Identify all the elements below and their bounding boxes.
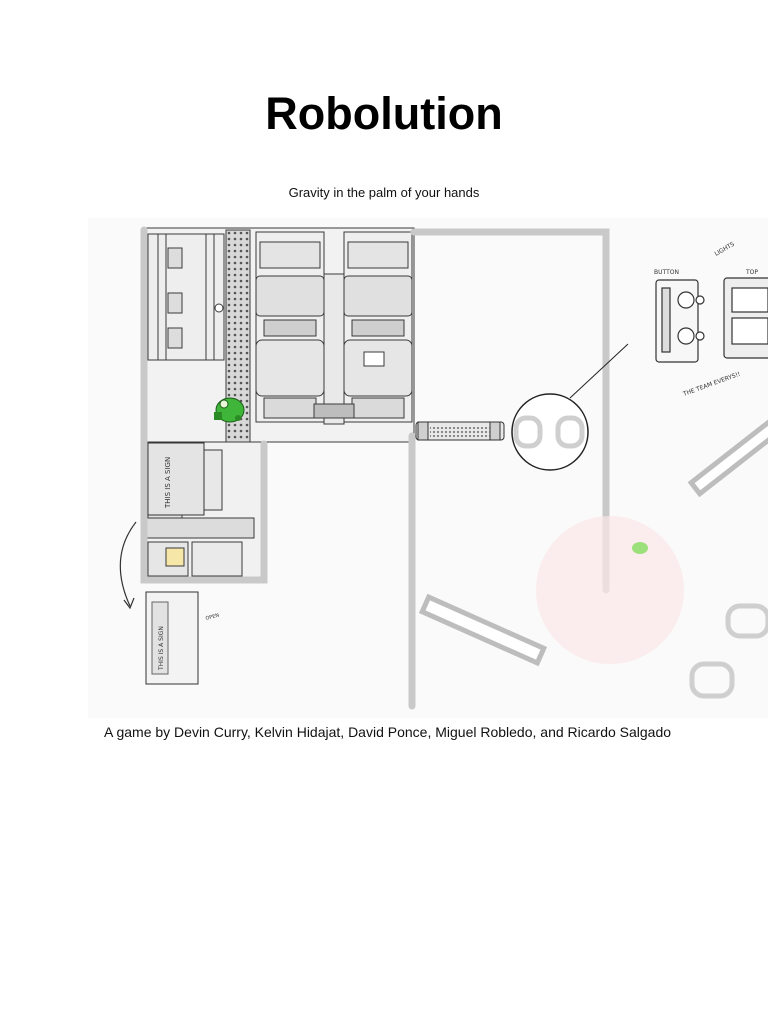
robot-character — [214, 397, 245, 423]
danger-zone — [536, 516, 684, 664]
connector-bar — [415, 421, 505, 441]
svg-text:BUTTON: BUTTON — [654, 269, 679, 276]
game-level-illustration: THIS IS A SIGN — [88, 218, 768, 718]
tilted-platforms — [418, 405, 768, 667]
engine-right — [343, 231, 413, 423]
device-sketch — [655, 277, 768, 363]
level-walls — [140, 226, 610, 710]
svg-text:TOP: TOP — [745, 269, 758, 276]
document-subtitle: Gravity in the palm of your hands — [288, 185, 480, 200]
arrow-annotation — [119, 521, 137, 610]
svg-text:THIS IS A SIGN: THIS IS A SIGN — [158, 626, 165, 671]
sign-sketch: THIS IS A SIGN OPEN — [145, 591, 220, 685]
energy-orb — [632, 542, 648, 554]
credits-line: A game by Devin Curry, Kelvin Hidajat, D… — [104, 724, 672, 740]
svg-text:OPEN: OPEN — [205, 612, 220, 621]
svg-text:THIS IS A SIGN: THIS IS A SIGN — [164, 457, 172, 509]
level-structure — [143, 227, 415, 583]
document-title: Robolution — [265, 88, 503, 139]
ring-bumpers — [689, 603, 768, 699]
zoom-circle — [511, 343, 629, 471]
engine-left — [255, 231, 325, 423]
sign-panel: THIS IS A SIGN — [147, 442, 205, 516]
